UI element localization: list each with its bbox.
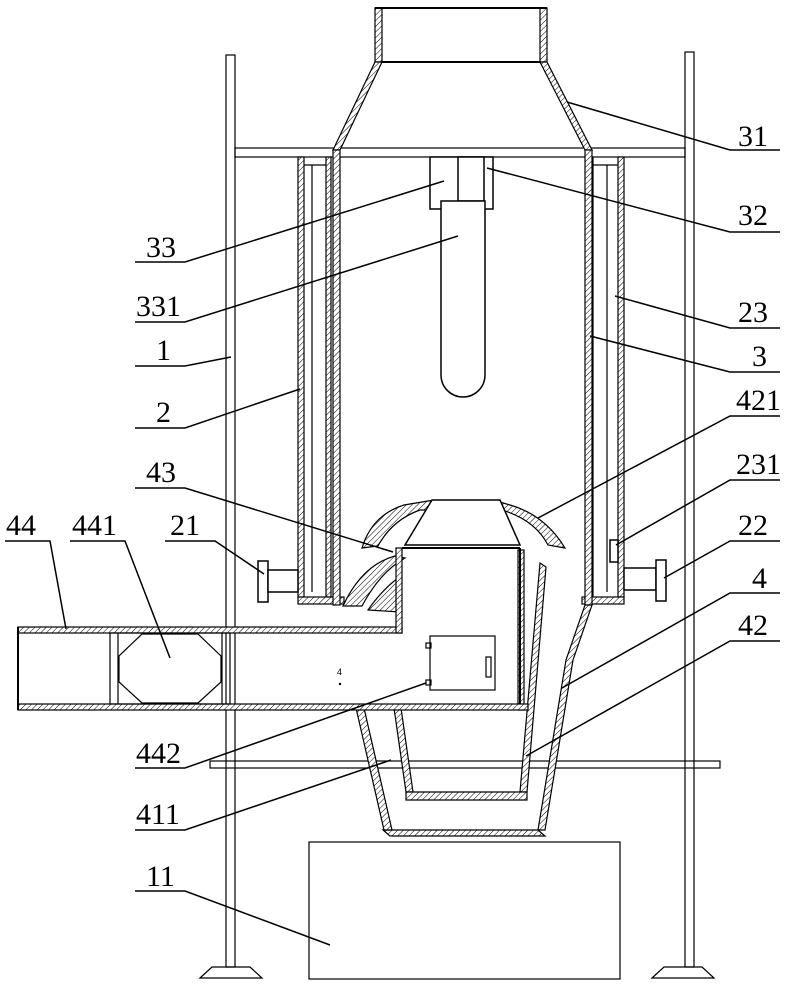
- label-42: 42: [738, 609, 768, 642]
- leader-331: [135, 236, 458, 322]
- inner-cup-left-wall-411: [394, 708, 413, 792]
- label-421: 421: [736, 384, 781, 417]
- right-inlet-flange: [656, 560, 666, 601]
- fan-impeller: [119, 634, 221, 703]
- label-32: 32: [738, 199, 768, 232]
- label-441: 441: [72, 509, 117, 542]
- label-22: 22: [738, 509, 768, 542]
- cylinder-left-wall: [333, 150, 340, 605]
- label-4: 4: [752, 562, 767, 595]
- duct-riser: [396, 548, 402, 633]
- label-43: 43: [146, 456, 176, 489]
- left-inlet-pipe: [268, 570, 298, 592]
- center-rod: [430, 157, 493, 397]
- control-slot: [486, 657, 491, 677]
- jacket-left-outer-wall: [298, 157, 304, 597]
- lower-left-outer-wall: [356, 708, 392, 830]
- frame-left-foot: [200, 967, 262, 978]
- top-neck-right: [540, 8, 547, 62]
- chamber-442: 4: [337, 636, 495, 690]
- base-block: [309, 842, 620, 979]
- left-inlet-flange: [258, 561, 268, 602]
- label-44: 44: [6, 509, 36, 542]
- small-dot: [339, 683, 341, 685]
- cylinder-right-wall: [585, 150, 592, 605]
- control-box: [430, 636, 495, 690]
- leader-1: [135, 357, 231, 366]
- label-11: 11: [146, 860, 175, 893]
- frame-middle-beam: [210, 761, 720, 768]
- label-231: 231: [736, 448, 781, 481]
- label-1: 1: [156, 334, 171, 367]
- label-442: 442: [136, 737, 181, 770]
- fan-housing: [110, 633, 230, 704]
- frame-right-foot: [652, 967, 714, 978]
- leader-33: [135, 181, 444, 262]
- reference-labels: 31 32 33 331 23 1 3 2 421 43 231 44 441 …: [6, 120, 781, 893]
- rod-holder: [458, 157, 484, 201]
- inner-cup-bottom: [406, 792, 527, 800]
- leader-32: [487, 168, 780, 232]
- label-33: 33: [146, 231, 176, 264]
- cone-left-wall: [333, 62, 382, 150]
- label-23: 23: [738, 296, 768, 329]
- frame-left-post: [226, 55, 235, 967]
- duct-top-wall: [18, 627, 402, 633]
- deflector-cap: [343, 500, 565, 612]
- frame-top-beam: [235, 148, 685, 157]
- label-411: 411: [136, 798, 180, 831]
- label-31: 31: [738, 120, 768, 153]
- leader-44: [5, 541, 66, 629]
- label-21: 21: [170, 509, 200, 542]
- lower-right-outer-wall: [538, 605, 592, 830]
- frame-right-post: [685, 52, 694, 967]
- duct-bottom-wall: [18, 704, 528, 710]
- leader-11: [135, 891, 330, 945]
- leader-21: [165, 541, 264, 574]
- label-2: 2: [156, 396, 171, 429]
- right-inlet-pipe: [624, 568, 656, 590]
- small-mark: 4: [337, 667, 342, 677]
- left-inlet-21: [258, 561, 298, 602]
- top-neck: [375, 8, 382, 62]
- jacket-right-outer-wall: [618, 157, 624, 597]
- cone-right-wall: [540, 62, 592, 150]
- lower-bottom-plate: [383, 830, 545, 836]
- fan-441: [110, 633, 230, 704]
- label-331: 331: [136, 290, 181, 323]
- rod-tube: [441, 201, 485, 397]
- right-inlet-nozzle-231: [610, 540, 618, 562]
- label-3: 3: [752, 340, 767, 373]
- leader-441: [70, 541, 170, 658]
